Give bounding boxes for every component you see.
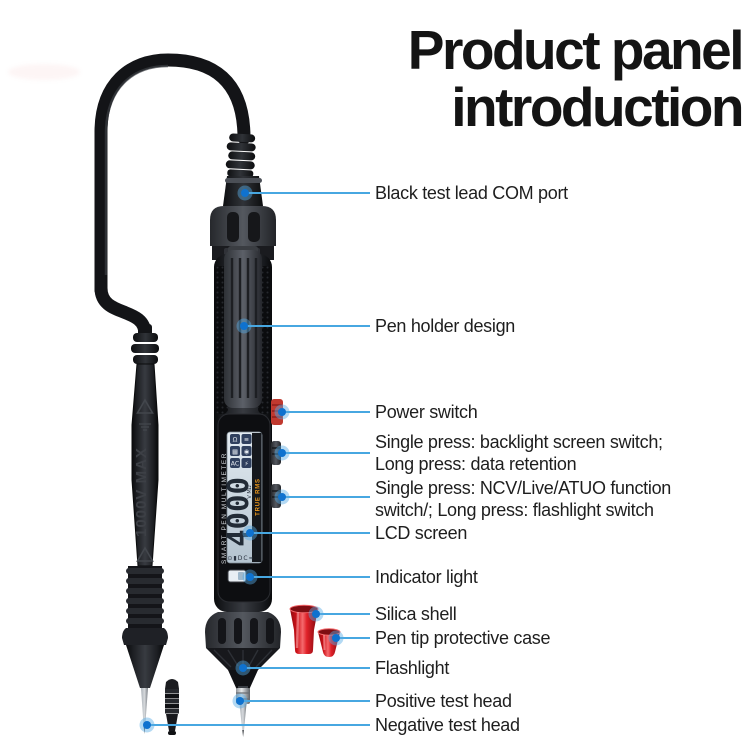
lcd-screen: SMART PEN MULTIMETER TRUE RMS Ω ≡ ▦ ◉ AC	[217, 413, 271, 603]
black-test-probe: 1000V MAX	[122, 324, 168, 734]
leader-dot	[274, 404, 290, 420]
true-rms-text: TRUE RMS	[256, 478, 262, 516]
label-backlight-function: Single press: backlight screen switch; L…	[375, 431, 663, 475]
leader-lines	[147, 192, 370, 726]
probe-tip-cap	[165, 679, 179, 735]
warning-triangle-icon	[136, 546, 154, 562]
label-positive-test-head: Positive test head	[375, 691, 512, 711]
brand-text: SMART PEN MULTIMETER	[221, 452, 228, 564]
label-ncv-line1: Single press: NCV/Live/ATUO function	[375, 478, 671, 498]
label-com-port: Black test lead COM port	[375, 183, 568, 203]
label-flashlight: Flashlight	[375, 658, 450, 678]
grid-icon: ▦	[232, 449, 238, 456]
collar	[210, 206, 276, 246]
indicator-light	[227, 569, 247, 583]
label-pen-tip-case: Pen tip protective case	[375, 628, 551, 648]
leader-dot	[242, 569, 258, 585]
leader-dot	[235, 660, 251, 676]
flashlight-icon: ⚡	[244, 461, 248, 468]
page-title-line1: Product panel	[407, 19, 745, 81]
barrel-slots	[218, 618, 274, 644]
leader-dots	[139, 185, 344, 733]
label-backlight-line1: Single press: backlight screen switch;	[375, 432, 663, 452]
positive-test-tip	[239, 704, 247, 737]
lcd-units: V MΩ	[247, 485, 253, 498]
silica-shell	[289, 604, 319, 654]
menu-lines-icon: ≡	[244, 437, 249, 444]
leader-dot	[237, 185, 253, 201]
ac-icon: AC	[231, 461, 239, 468]
leader-dot	[139, 717, 155, 733]
lcd-status-symbols: ⊙▮DC≈	[227, 555, 254, 562]
leader-dot	[232, 693, 248, 709]
label-power-switch: Power switch	[375, 402, 478, 422]
warning-triangle-icon	[136, 398, 154, 431]
function-button-ncv	[271, 484, 281, 508]
probe-voltage-text: 1000V MAX	[133, 447, 150, 537]
pen-multimeter: SMART PEN MULTIMETER TRUE RMS Ω ≡ ▦ ◉ AC	[205, 133, 283, 737]
label-indicator-light: Indicator light	[375, 567, 478, 587]
label-lcd-screen: LCD screen	[375, 523, 468, 543]
label-ncv-line2: switch/; Long press: flashlight switch	[375, 500, 654, 520]
leader-dot	[328, 630, 344, 646]
leader-dot	[242, 525, 258, 541]
flashlight-cone	[206, 648, 280, 690]
ohm-icon: Ω	[233, 437, 238, 444]
watermark	[8, 64, 80, 80]
label-silica-shell: Silica shell	[375, 604, 457, 624]
label-negative-test-head: Negative test head	[375, 715, 520, 735]
page-title-line2: introduction	[451, 76, 744, 138]
label-ncv-function: Single press: NCV/Live/ATUO function swi…	[375, 477, 671, 521]
leader-dot	[308, 606, 324, 622]
leader-dot	[274, 489, 290, 505]
probe-grip-ribs	[126, 568, 164, 624]
label-pen-holder: Pen holder design	[375, 316, 516, 336]
ncv-icon: ◉	[244, 449, 249, 456]
function-button-backlight	[271, 441, 281, 465]
leader-dot	[236, 318, 252, 334]
com-port-plug	[225, 133, 256, 178]
label-backlight-line2: Long press: data retention	[375, 454, 577, 474]
page-title: Product panel introduction	[407, 19, 745, 138]
leader-dot	[274, 445, 290, 461]
